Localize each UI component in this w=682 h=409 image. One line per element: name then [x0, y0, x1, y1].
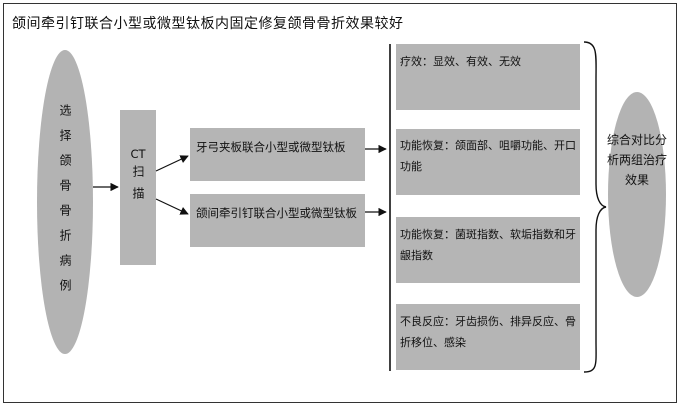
node-outcome-adverse — [396, 304, 580, 370]
node-comprehensive-analysis-label: 综合对比分析两组治疗效果 — [606, 133, 667, 187]
node-ct-scan-line2: 扫描 — [131, 165, 145, 209]
node-method-arch-bar — [190, 128, 365, 181]
node-method-arch-bar-label: 牙弓夹板联合小型或微型钛板 — [196, 140, 346, 154]
arrow-ct-to-method1 — [155, 155, 189, 172]
node-method-traction-screw-label: 颌间牵引钉联合小型或微型钛板 — [196, 206, 357, 220]
node-outcome-function-label: 功能恢复：颌面部、咀嚼功能、开口功能 — [400, 139, 576, 173]
node-ct-scan-line1: CT — [130, 147, 146, 161]
node-outcome-adverse-label: 不良反应：牙齿损伤、排异反应、骨折移位、感染 — [400, 315, 576, 349]
outcomes-bracket — [583, 41, 607, 373]
diagram-frame — [3, 3, 677, 403]
node-outcome-efficacy — [396, 44, 580, 110]
node-outcome-function — [396, 129, 580, 195]
node-method-traction-screw — [190, 194, 365, 247]
arrow-ct-to-method2 — [155, 198, 189, 215]
node-select-cases — [37, 50, 93, 354]
node-select-cases-label: 选择颌骨骨折病例 — [58, 104, 72, 304]
node-outcome-efficacy-label: 疗效：显效、有效、无效 — [400, 55, 521, 68]
node-outcome-plaque-index — [396, 217, 580, 283]
node-outcome-plaque-index-label: 功能恢复：菌斑指数、软垢指数和牙龈指数 — [400, 228, 576, 262]
node-comprehensive-analysis — [608, 92, 666, 297]
node-ct-scan — [120, 110, 156, 265]
diagram-title: 颌间牵引钉联合小型或微型钛板内固定修复颌骨骨折效果较好 — [12, 16, 404, 32]
